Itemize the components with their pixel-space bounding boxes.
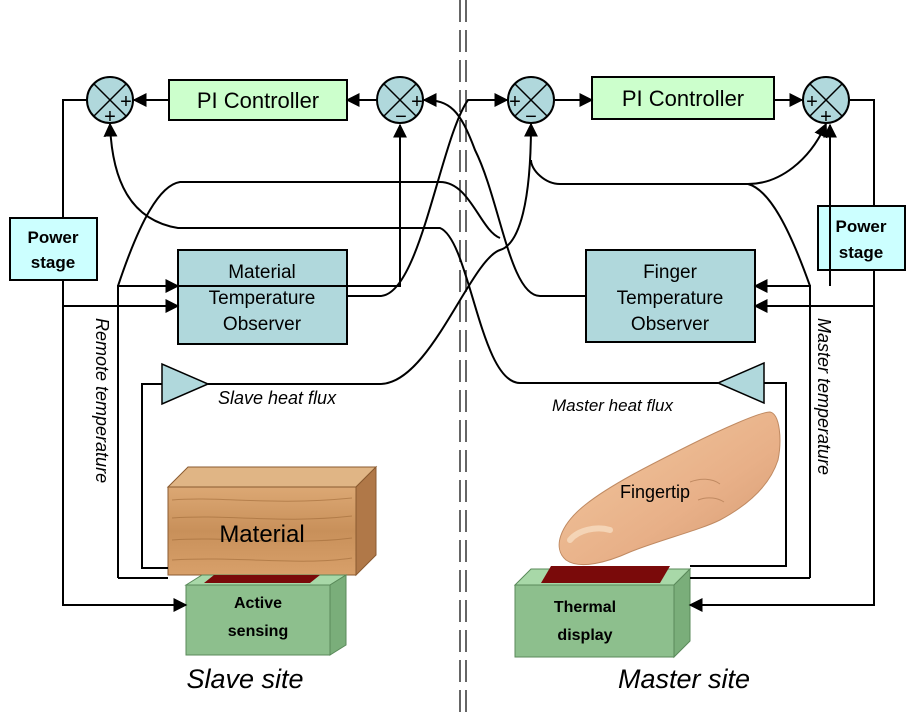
active-sensing-label-2: sensing: [228, 623, 288, 640]
slave-sum-error: + −: [376, 76, 424, 128]
material-block: Material: [166, 465, 378, 577]
remote-temperature-label: Remote temperature: [92, 318, 112, 483]
sum-sign: −: [525, 106, 537, 128]
master-power-label-2: stage: [839, 243, 883, 262]
master-power-stage: Power stage: [817, 205, 906, 271]
master-sum-error: + −: [507, 76, 555, 128]
fingertip-label: Fingertip: [620, 482, 690, 502]
slave-sum-output: + +: [86, 76, 134, 128]
active-sensing-block: Active sensing: [184, 574, 348, 656]
slave-observer-label-1: Material: [228, 262, 296, 283]
slave-side: PI Controller + + + − Power stage Mate: [9, 76, 424, 694]
slave-power-label-1: Power: [27, 228, 78, 247]
fingertip-image: Fingertip: [558, 411, 781, 566]
master-pi-label: PI Controller: [622, 86, 744, 111]
master-observer-label-3: Observer: [631, 314, 710, 335]
slave-heat-flux-label: Slave heat flux: [218, 388, 337, 408]
master-amplifier: [716, 361, 765, 405]
slave-power-stage: Power stage: [9, 217, 98, 281]
sum-sign: +: [120, 91, 132, 113]
master-pi-controller: PI Controller: [591, 76, 775, 120]
sum-sign: +: [509, 91, 521, 113]
slave-observer: Material Temperature Observer: [177, 249, 348, 345]
sum-sign: +: [806, 91, 818, 113]
master-observer-label-2: Temperature: [617, 288, 724, 309]
active-sensing-label-1: Active: [234, 595, 282, 612]
thermal-display-label-2: display: [557, 627, 612, 644]
slave-observer-label-3: Observer: [223, 314, 302, 335]
thermal-display-block: Thermal display: [513, 566, 692, 659]
sum-sign: +: [820, 106, 832, 128]
cross-links: [103, 93, 828, 385]
material-label: Material: [219, 521, 304, 548]
master-observer-label-1: Finger: [643, 262, 698, 283]
sum-sign: +: [104, 106, 116, 128]
slave-pi-label: PI Controller: [197, 88, 319, 113]
slave-observer-label-2: Temperature: [209, 288, 316, 309]
slave-amplifier: [161, 362, 210, 406]
slave-power-label-2: stage: [31, 253, 75, 272]
thermal-display-label-1: Thermal: [554, 599, 616, 616]
master-side: + − PI Controller + + Power stage Finger…: [507, 76, 906, 694]
sum-sign: −: [395, 106, 407, 128]
slave-pi-controller: PI Controller: [168, 79, 348, 121]
master-site-label: Master site: [618, 664, 750, 694]
master-sum-output: + +: [802, 76, 850, 128]
sum-sign: +: [411, 91, 423, 113]
master-observer: Finger Temperature Observer: [585, 249, 756, 343]
master-temperature-label: Master temperature: [814, 318, 834, 475]
slave-site-label: Slave site: [186, 664, 303, 694]
master-power-label-1: Power: [835, 217, 886, 236]
master-heat-flux-label: Master heat flux: [552, 396, 673, 415]
